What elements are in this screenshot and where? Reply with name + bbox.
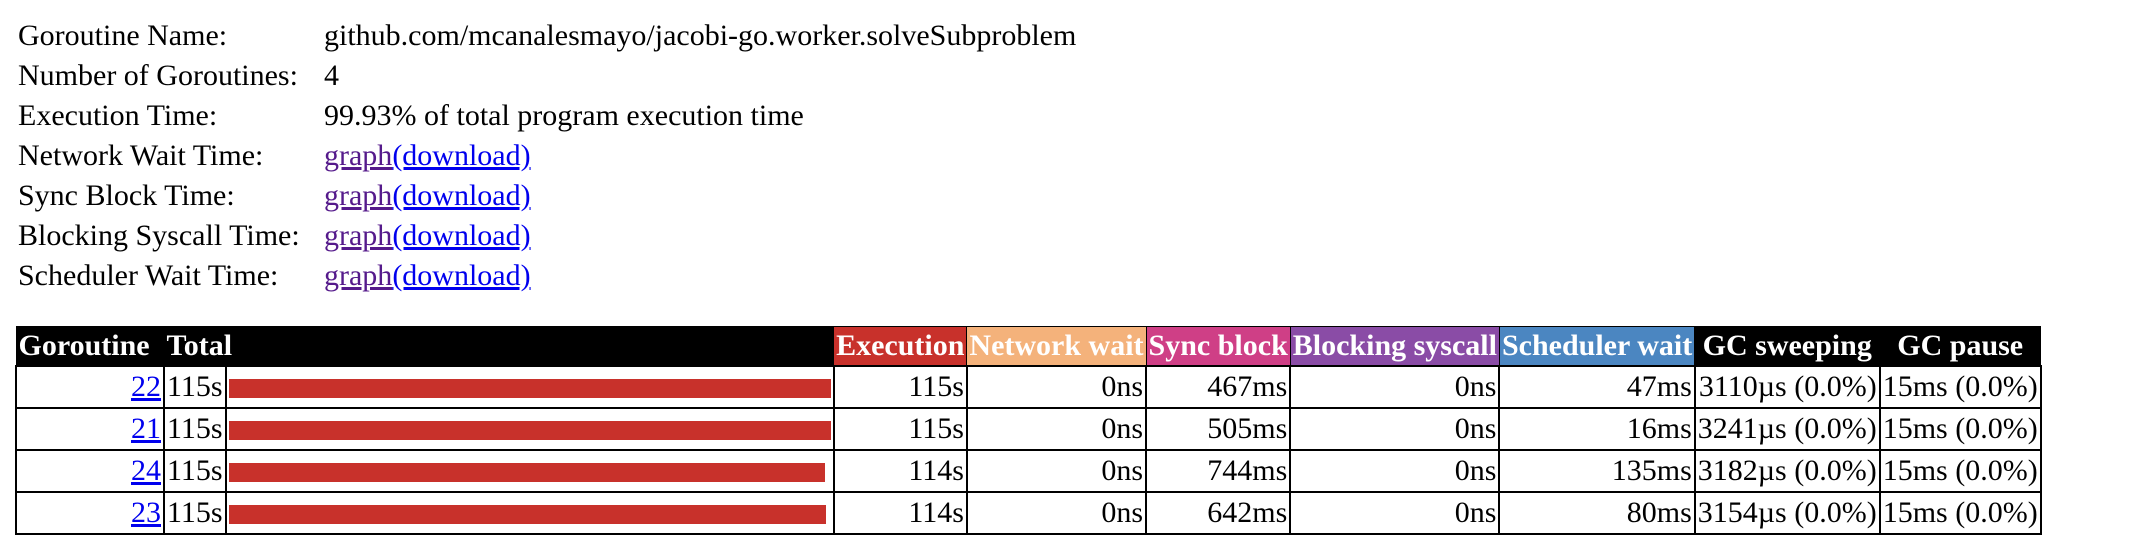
blocking-syscall-cell: 0ns xyxy=(1289,365,1501,409)
network-wait-links: graph(download) xyxy=(324,136,1076,176)
bar-cell xyxy=(224,449,835,493)
total-cell: 115s xyxy=(163,491,227,535)
gc-pause-cell: 15ms (0.0%) xyxy=(1878,449,2042,493)
network-wait-cell: 0ns xyxy=(965,407,1148,451)
gc-sweeping-cell: 3241µs (0.0%) xyxy=(1693,407,1881,451)
bar-cell xyxy=(224,407,835,451)
network-download-link[interactable]: (download) xyxy=(392,139,531,172)
summary-row-name: Goroutine Name: github.com/mcanalesmayo/… xyxy=(18,16,1076,56)
sync-block-cell: 467ms xyxy=(1145,365,1292,409)
gc-sweeping-cell: 3154µs (0.0%) xyxy=(1693,491,1881,535)
gc-pause-cell: 15ms (0.0%) xyxy=(1878,365,2042,409)
gc-sweeping-cell: 3182µs (0.0%) xyxy=(1693,449,1881,493)
execution-bar xyxy=(228,378,831,398)
total-cell: 115s xyxy=(163,449,227,493)
sync-block-cell: 744ms xyxy=(1145,449,1292,493)
summary-row-syscall: Blocking Syscall Time: graph(download) xyxy=(18,216,1076,256)
stats-body: 22 115s 115s 0ns 467ms 0ns 47ms 3110µs (… xyxy=(15,365,2042,535)
goroutine-count-label: Number of Goroutines: xyxy=(18,59,298,92)
sync-block-links: graph(download) xyxy=(324,176,1076,216)
scheduler-wait-cell: 16ms xyxy=(1498,407,1696,451)
sync-block-cell: 642ms xyxy=(1145,491,1292,535)
scheduler-wait-links: graph(download) xyxy=(324,256,1076,296)
sched-download-link[interactable]: (download) xyxy=(392,259,531,292)
gc-pause-cell: 15ms (0.0%) xyxy=(1878,491,2042,535)
table-row: 22 115s 115s 0ns 467ms 0ns 47ms 3110µs (… xyxy=(15,365,2042,409)
header-execution[interactable]: Execution xyxy=(833,326,968,367)
sched-graph-link[interactable]: graph xyxy=(324,259,393,292)
goroutine-name-label: Goroutine Name: xyxy=(18,19,228,52)
network-wait-cell: 0ns xyxy=(965,491,1148,535)
goroutine-count-value: 4 xyxy=(324,59,339,92)
sync-download-link[interactable]: (download) xyxy=(392,179,531,212)
blocking-syscall-label: Blocking Syscall Time: xyxy=(18,219,300,252)
sync-block-label: Sync Block Time: xyxy=(18,179,235,212)
summary-row-sched: Scheduler Wait Time: graph(download) xyxy=(18,256,1076,296)
table-row: 21 115s 115s 0ns 505ms 0ns 16ms 3241µs (… xyxy=(15,407,2042,451)
goroutine-id-cell: 24 xyxy=(15,449,165,493)
blocking-syscall-links: graph(download) xyxy=(324,216,1076,256)
total-cell: 115s xyxy=(163,365,227,409)
summary-row-count: Number of Goroutines: 4 xyxy=(18,56,1076,96)
execution-time-value: 99.93% of total program execution time xyxy=(324,99,804,132)
execution-cell: 115s xyxy=(832,365,968,409)
table-row: 24 115s 114s 0ns 744ms 0ns 135ms 3182µs … xyxy=(15,449,2042,493)
execution-bar xyxy=(228,462,826,482)
summary-row-exec: Execution Time: 99.93% of total program … xyxy=(18,96,1076,136)
header-gc-pause[interactable]: GC pause xyxy=(1879,326,2042,367)
total-cell: 115s xyxy=(163,407,227,451)
goroutine-id-cell: 21 xyxy=(15,407,165,451)
header-network-wait[interactable]: Network wait xyxy=(966,326,1147,367)
goroutine-stats-table: Goroutine Total Execution Network wait S… xyxy=(15,326,2042,535)
summary-row-network: Network Wait Time: graph(download) xyxy=(18,136,1076,176)
syscall-download-link[interactable]: (download) xyxy=(392,219,531,252)
header-scheduler-wait[interactable]: Scheduler wait xyxy=(1498,326,1696,367)
blocking-syscall-cell: 0ns xyxy=(1289,491,1501,535)
scheduler-wait-cell: 47ms xyxy=(1498,365,1696,409)
stats-header-row: Goroutine Total Execution Network wait S… xyxy=(15,326,2042,367)
gc-pause-cell: 15ms (0.0%) xyxy=(1878,407,2042,451)
header-goroutine[interactable]: Goroutine xyxy=(15,326,165,367)
blocking-syscall-cell: 0ns xyxy=(1289,449,1501,493)
goroutine-summary: Goroutine Name: github.com/mcanalesmayo/… xyxy=(18,16,1076,296)
execution-cell: 115s xyxy=(832,407,968,451)
table-row: 23 115s 114s 0ns 642ms 0ns 80ms 3154µs (… xyxy=(15,491,2042,535)
header-blocking-syscall[interactable]: Blocking syscall xyxy=(1289,326,1500,367)
summary-row-sync: Sync Block Time: graph(download) xyxy=(18,176,1076,216)
execution-time-label: Execution Time: xyxy=(18,99,218,132)
header-sync-block[interactable]: Sync block xyxy=(1145,326,1291,367)
network-wait-cell: 0ns xyxy=(965,365,1148,409)
blocking-syscall-cell: 0ns xyxy=(1289,407,1501,451)
header-gc-sweeping[interactable]: GC sweeping xyxy=(1694,326,1881,367)
network-wait-label: Network Wait Time: xyxy=(18,139,264,172)
scheduler-wait-label: Scheduler Wait Time: xyxy=(18,259,279,292)
syscall-graph-link[interactable]: graph xyxy=(324,219,393,252)
network-graph-link[interactable]: graph xyxy=(324,139,393,172)
execution-bar xyxy=(228,420,831,440)
header-total[interactable]: Total xyxy=(163,326,835,367)
execution-cell: 114s xyxy=(832,449,968,493)
bar-cell xyxy=(224,491,835,535)
goroutine-id-link[interactable]: 22 xyxy=(131,370,161,403)
gc-sweeping-cell: 3110µs (0.0%) xyxy=(1693,365,1881,409)
goroutine-id-link[interactable]: 21 xyxy=(131,412,161,445)
sync-graph-link[interactable]: graph xyxy=(324,179,393,212)
sync-block-cell: 505ms xyxy=(1145,407,1292,451)
bar-cell xyxy=(224,365,835,409)
goroutine-name-value: github.com/mcanalesmayo/jacobi-go.worker… xyxy=(324,19,1077,52)
goroutine-id-link[interactable]: 23 xyxy=(131,496,161,529)
goroutine-id-cell: 22 xyxy=(15,365,165,409)
execution-bar xyxy=(228,504,826,524)
goroutine-id-link[interactable]: 24 xyxy=(131,454,161,487)
execution-cell: 114s xyxy=(832,491,968,535)
scheduler-wait-cell: 80ms xyxy=(1498,491,1696,535)
goroutine-id-cell: 23 xyxy=(15,491,165,535)
scheduler-wait-cell: 135ms xyxy=(1498,449,1696,493)
network-wait-cell: 0ns xyxy=(965,449,1148,493)
